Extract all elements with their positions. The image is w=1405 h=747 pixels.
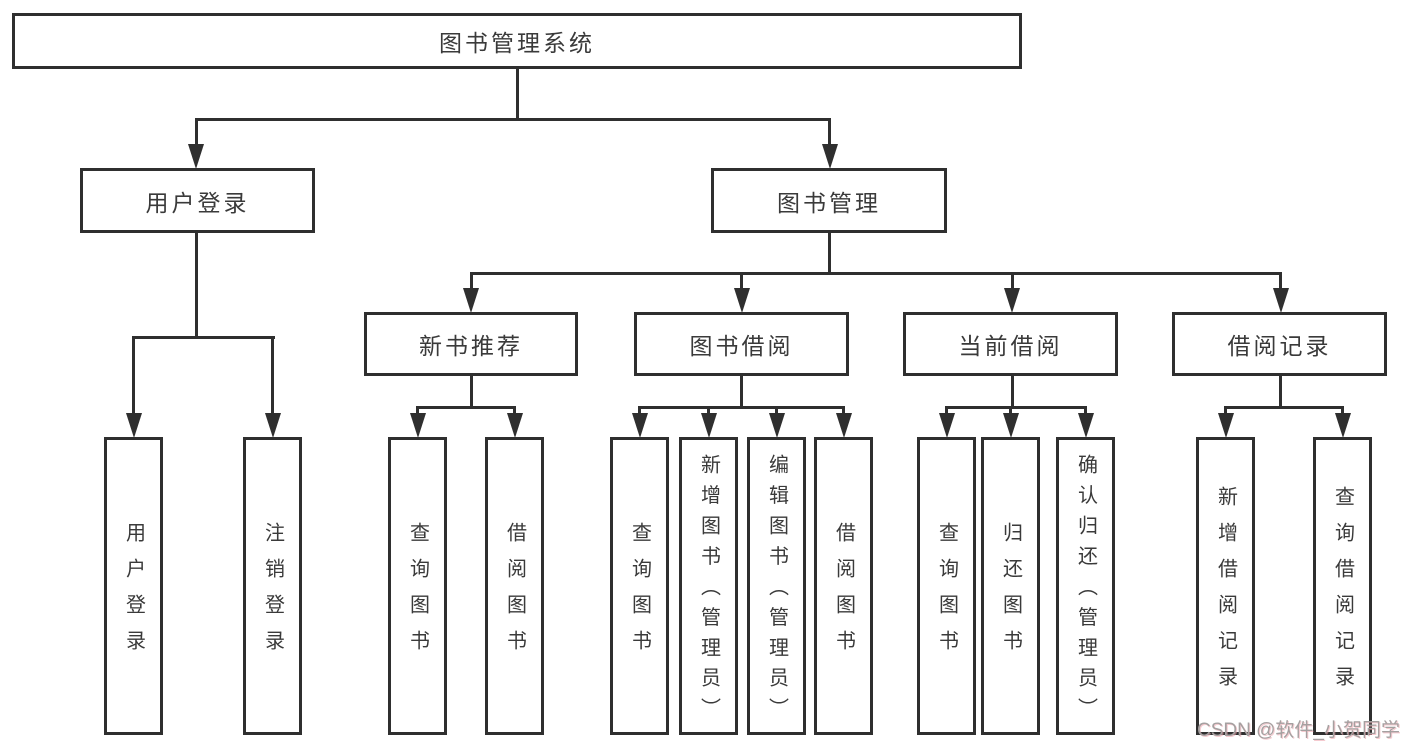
leaf-current-return-books: 归还图书 [981,437,1040,735]
connector-vline [1279,272,1282,290]
connector-vline [132,336,135,416]
node-label: 图书管理系统 [439,30,595,56]
connector-vline [828,118,831,148]
arrow-down-icon [631,413,648,438]
connector-hline [469,272,1282,275]
connector-vline [1010,376,1014,409]
connector-hline [638,406,845,409]
connector-vline [416,406,419,416]
node-borrowing-records: 借阅记录 [1172,312,1387,376]
leaf-borrow-edit-books-admin: 编辑图书（管理员） [747,437,806,735]
arrow-down-icon [463,288,479,313]
connector-hline [945,406,1087,409]
node-label: 图书管理 [777,189,881,216]
leaf-borrow-add-books-admin: 新增图书（管理员） [679,437,738,735]
leaf-label: 查询借阅记录 [1331,486,1354,702]
connector-vline [1010,272,1014,290]
leaf-borrow-borrow-books: 借阅图书 [814,437,873,735]
connector-vline [513,406,516,416]
leaf-recommend-search-books: 查询图书 [388,437,447,735]
leaf-label: 查询图书 [935,522,958,666]
node-new-book-recommendation: 新书推荐 [364,312,578,376]
arrow-down-icon [1077,413,1094,438]
connector-hline [416,406,516,409]
arrow-down-icon [1004,288,1020,313]
leaf-label: 查询图书 [406,522,429,666]
connector-vline [194,232,198,339]
node-book-borrowing: 图书借阅 [634,312,849,376]
leaf-current-confirm-return-admin: 确认归还（管理员） [1056,437,1115,735]
node-library-system: 图书管理系统 [12,13,1022,69]
connector-vline [707,406,710,416]
connector-vline [1279,376,1282,409]
leaf-label: 借阅图书 [832,522,855,666]
connector-vline [515,69,519,121]
connector-hline [132,336,275,339]
leaf-label: 新增图书（管理员） [697,454,720,729]
arrow-down-icon [125,413,142,438]
connector-vline [1084,406,1087,416]
arrow-down-icon [835,413,852,438]
node-current-borrowing: 当前借阅 [903,312,1118,376]
leaf-label: 新增借阅记录 [1214,486,1237,702]
leaf-label: 注销登录 [261,522,284,666]
connector-vline [194,118,198,148]
node-user-login: 用户登录 [80,168,315,233]
connector-vline [828,233,831,275]
arrow-down-icon [188,144,204,169]
node-label: 用户登录 [145,189,250,216]
connector-vline [638,406,641,416]
node-label: 当前借阅 [958,333,1063,359]
leaf-records-add-record: 新增借阅记录 [1196,437,1255,735]
connector-vline [740,376,743,409]
leaf-logout: 注销登录 [243,437,302,735]
arrow-down-icon [821,144,838,169]
arrow-down-icon [733,288,750,313]
connector-vline [1224,406,1227,416]
arrow-down-icon [506,413,523,438]
connector-vline [842,406,845,416]
leaf-recommend-borrow-books: 借阅图书 [485,437,544,735]
watermark: CSDN @软件_小贺同学 [1197,720,1400,741]
arrow-down-icon [1002,413,1019,438]
node-book-management: 图书管理 [711,168,947,233]
arrow-down-icon [700,413,717,438]
arrow-down-icon [938,413,955,438]
leaf-label: 用户登录 [122,522,145,666]
arrow-down-icon [1334,413,1351,438]
node-label: 新书推荐 [419,333,523,359]
leaf-user-login: 用户登录 [104,437,163,735]
arrow-down-icon [264,413,281,438]
connector-hline [1224,406,1344,409]
arrow-down-icon [1217,413,1234,438]
connector-vline [945,406,948,416]
connector-vline [271,336,274,416]
leaf-label: 编辑图书（管理员） [765,454,788,729]
arrow-down-icon [409,413,426,438]
connector-vline [469,376,473,409]
connector-vline [1009,406,1012,416]
leaf-current-search-books: 查询图书 [917,437,976,735]
leaf-records-search-record: 查询借阅记录 [1313,437,1372,735]
arrow-down-icon [768,413,785,438]
node-label: 借阅记录 [1227,333,1332,359]
leaf-label: 归还图书 [999,522,1022,666]
connector-hline [194,118,831,121]
leaf-label: 借阅图书 [503,522,526,666]
leaf-borrow-search-books: 查询图书 [610,437,669,735]
connector-vline [1341,406,1344,416]
leaf-label: 确认归还（管理员） [1074,454,1097,729]
leaf-label: 查询图书 [628,522,651,666]
node-label: 图书借阅 [689,333,794,359]
connector-vline [740,272,743,290]
connector-vline [775,406,778,416]
connector-vline [469,272,473,290]
arrow-down-icon [1272,288,1289,313]
